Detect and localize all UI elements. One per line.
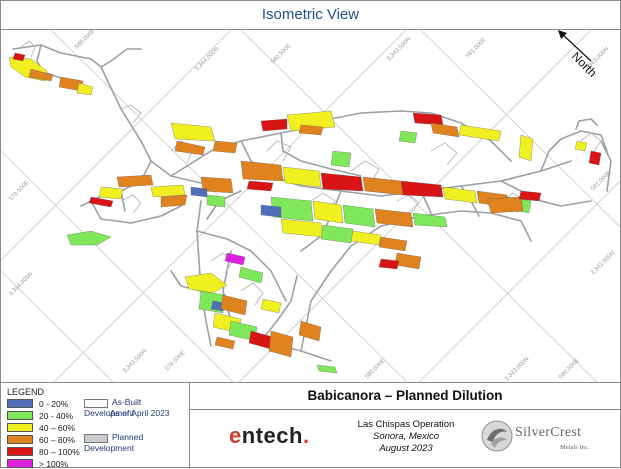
legend-label: > 100% xyxy=(39,458,69,469)
grid-label: 579,500E xyxy=(164,350,186,372)
silvercrest-sub: Metals Inc. xyxy=(560,444,590,451)
project-location: Sonora, Mexico xyxy=(372,431,439,442)
legend-label: 20 - 40% xyxy=(39,410,74,421)
coordinate-grid xyxy=(1,30,620,382)
legend-swatch xyxy=(7,459,33,469)
legend-item: 20 - 40% xyxy=(7,410,74,421)
mine-plan-svg: 580,000E 3,344,000N 580,500E 3,343,500N … xyxy=(1,30,620,382)
silvercrest-name: SilverCrest xyxy=(515,425,582,440)
grid-label: 3,342,500N xyxy=(590,250,616,276)
legend-swatch xyxy=(7,399,33,409)
legend-swatch xyxy=(7,435,33,445)
legend-item: 0 - 20% xyxy=(7,398,69,409)
legend-title: LEGEND xyxy=(7,387,45,397)
grid-label: 580,500E xyxy=(558,358,580,380)
legend-label: 80 – 100% xyxy=(39,446,80,457)
north-label: North xyxy=(569,49,600,80)
legend-item: 40 – 60% xyxy=(7,422,75,433)
grid-label: 3,344,000N xyxy=(194,46,220,72)
view-title: Isometric View xyxy=(261,6,360,23)
legend-label: 40 – 60% xyxy=(39,422,75,433)
as-built-swatch xyxy=(84,399,108,408)
title-bar: Isometric View xyxy=(1,1,620,30)
grid-label: 580,500E xyxy=(270,43,292,65)
grid-line xyxy=(1,270,114,382)
grid-line xyxy=(238,30,592,382)
grid-label: 580,000E xyxy=(74,30,96,50)
legend-swatch xyxy=(7,423,33,433)
grid-line xyxy=(420,30,620,228)
footer: LEGEND 0 - 20% 20 - 40% 40 – 60% 60 – 80… xyxy=(1,382,620,469)
grid-label: 3,344,000N xyxy=(8,271,34,297)
project-name: Las Chispas Operation xyxy=(357,419,455,430)
grid-label: 3,343,000N xyxy=(504,356,530,382)
grid-label: 580,000E xyxy=(364,358,386,380)
grid-line xyxy=(240,30,598,382)
project-info: Las Chispas Operation Sonora, Mexico Aug… xyxy=(341,419,471,455)
legend-as-built: As-Built Development xyxy=(84,397,189,418)
project-date: August 2023 xyxy=(379,443,433,454)
grid-label: 579,500E xyxy=(8,180,30,202)
entech-logo: entech. xyxy=(229,423,310,449)
legend-label: 0 - 20% xyxy=(39,398,69,409)
legend-swatch xyxy=(7,447,33,457)
grid-line xyxy=(50,30,408,382)
grid-line xyxy=(418,180,620,382)
planned-label: Planned Development xyxy=(84,432,144,453)
silvercrest-emblem-icon xyxy=(481,420,513,452)
grid-line xyxy=(1,150,234,382)
grid-label: 3,343,500N xyxy=(386,36,412,62)
silvercrest-logo xyxy=(479,418,619,458)
north-arrow: North xyxy=(558,30,600,80)
legend-item: 60 – 80% xyxy=(7,434,75,445)
legend-item: > 100% xyxy=(7,458,69,469)
legend: LEGEND 0 - 20% 20 - 40% 40 – 60% 60 – 80… xyxy=(1,383,190,469)
grid-label: 3,343,500N xyxy=(122,348,148,374)
grid-label: 581,000E xyxy=(465,37,487,59)
isometric-map: 580,000E 3,344,000N 580,500E 3,343,500N … xyxy=(1,30,620,382)
grid-line xyxy=(53,30,407,382)
sheet-title: Babicanora – Planned Dilution xyxy=(190,383,620,410)
legend-label: 60 – 80% xyxy=(39,434,75,445)
as-built-label: As-Built Development xyxy=(84,397,142,418)
stopes xyxy=(8,52,602,374)
legend-swatch xyxy=(7,411,33,421)
legend-item: 80 – 100% xyxy=(7,446,80,457)
legend-planned: Planned Development xyxy=(84,432,189,453)
entech-wordmark: entech. xyxy=(229,423,310,448)
grid-line xyxy=(1,30,232,261)
as-built-date: As of April 2023 xyxy=(110,408,170,418)
planned-swatch xyxy=(84,434,108,443)
